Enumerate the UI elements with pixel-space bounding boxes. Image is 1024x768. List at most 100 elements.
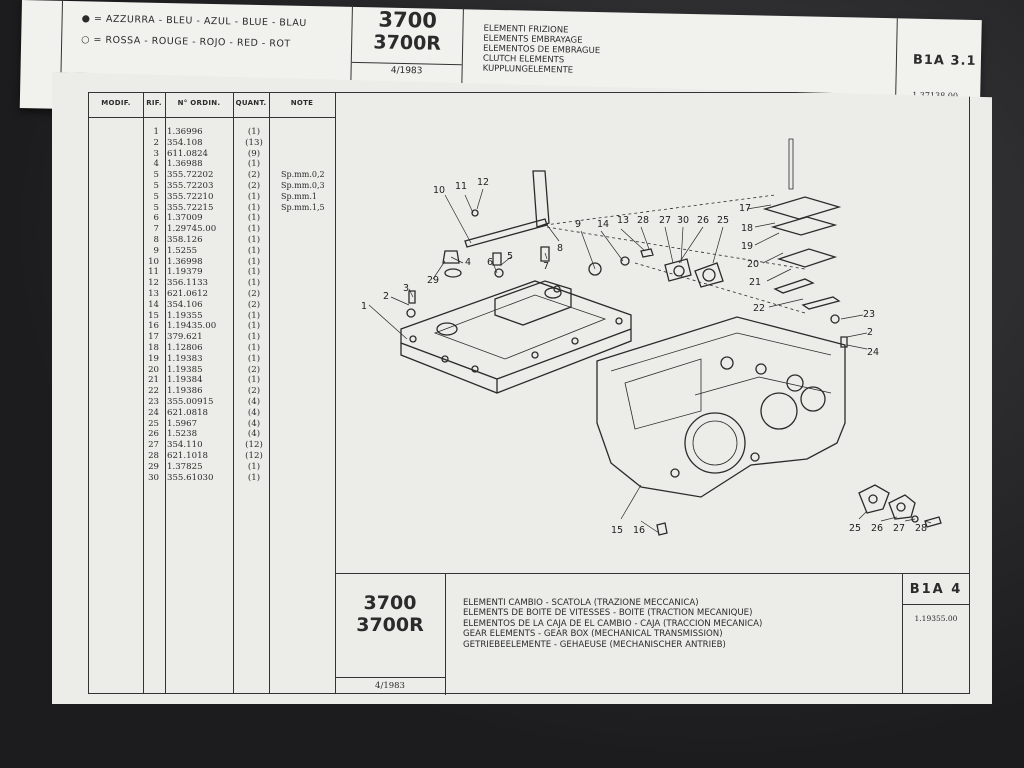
callout-29: 29 — [427, 275, 439, 286]
color-legend-blue: ● = AZZURRA - BLEU - AZUL - BLUE - BLAU — [81, 13, 307, 29]
gearbox-cover — [400, 280, 632, 394]
cover-plates — [762, 138, 842, 310]
previous-title-de: KUPPLUNGELEMENTE — [482, 63, 574, 76]
row-quantity: (13) — [245, 137, 263, 148]
callout-13: 13 — [617, 215, 629, 226]
row-order-number: 355.72210 — [167, 191, 214, 202]
row-order-number: 621.1018 — [167, 450, 209, 461]
row-rif: 19 — [148, 353, 159, 364]
row-quantity: (1) — [247, 213, 261, 224]
column-line — [269, 93, 270, 693]
section-titles: ELEMENTI CAMBIO - SCATOLA (TRAZIONE MECC… — [463, 598, 762, 650]
row-order-number: 1.37825 — [167, 461, 203, 472]
row-quantity: (2) — [247, 364, 261, 375]
row-order-number: 358.126 — [167, 234, 203, 245]
callout-4: 4 — [465, 257, 471, 268]
color-legend: ● = AZZURRA - BLEU - AZUL - BLUE - BLAU … — [81, 5, 352, 61]
row-rif: 23 — [148, 396, 159, 407]
callout-24: 24 — [867, 347, 879, 358]
row-rif: 30 — [148, 472, 159, 483]
callout-15: 15 — [611, 525, 623, 536]
row-quantity: (1) — [247, 191, 261, 202]
callout-labels: 1 2 3 29 4 6 5 7 10 11 12 8 9 14 13 28 2 — [361, 177, 927, 536]
row-rif: 5 — [153, 180, 159, 191]
row-quantity: (1) — [247, 278, 261, 289]
header-modif: MODIF. — [101, 99, 131, 107]
row-order-number: 1.37009 — [167, 213, 203, 224]
row-order-number: 354.108 — [167, 137, 203, 148]
row-rif: 15 — [148, 310, 159, 321]
row-quantity: (1) — [247, 310, 261, 321]
title-block: 3700 3700R 4/1983 ELEMENTI CAMBIO - SCAT… — [335, 573, 969, 695]
row-note: Sp.mm.0,2 — [281, 170, 325, 180]
callout-16: 16 — [633, 525, 645, 536]
row-note: Sp.mm.1 — [281, 191, 317, 201]
header-order: N° ORDIN. — [177, 99, 221, 107]
row-order-number: 1.19435.00 — [167, 321, 217, 332]
callout-30: 30 — [677, 215, 689, 226]
row-quantity: (4) — [247, 396, 261, 407]
callout-19: 19 — [741, 241, 753, 252]
row-order-number: 621.0612 — [167, 288, 209, 299]
leader-lines — [368, 188, 932, 534]
ref-number: 1.19355.00 — [914, 614, 958, 623]
section-title-it: ELEMENTI CAMBIO - SCATOLA (TRAZIONE MECC… — [463, 598, 699, 608]
callout-3: 3 — [403, 283, 409, 294]
row-quantity: (1) — [247, 375, 261, 386]
model-line2: 3700R — [356, 614, 424, 636]
row-order-number: 1.12806 — [167, 342, 203, 353]
row-quantity: (1) — [247, 202, 261, 213]
row-quantity: (1) — [247, 353, 261, 364]
row-quantity: (1) — [247, 342, 261, 353]
row-order-number: 355.00915 — [167, 396, 214, 407]
row-rif: 5 — [153, 170, 159, 181]
row-order-number: 1.36998 — [167, 256, 203, 267]
column-line — [165, 93, 166, 693]
callout-25b: 25 — [849, 523, 861, 534]
row-rif: 11 — [148, 267, 159, 278]
section-title-es: ELEMENTOS DE LA CAJA DE EL CAMBIO - CAJA… — [463, 618, 763, 629]
callout-18: 18 — [741, 223, 753, 234]
row-rif: 28 — [148, 450, 159, 461]
row-rif: 16 — [148, 321, 159, 332]
callout-27: 27 — [659, 215, 671, 226]
callout-20: 20 — [747, 259, 759, 270]
row-order-number: 1.5238 — [167, 429, 198, 440]
row-order-number: 1.36996 — [167, 127, 203, 137]
callout-1: 1 — [361, 301, 367, 312]
row-quantity: (4) — [247, 418, 261, 429]
callout-28: 28 — [637, 215, 649, 226]
row-rif: 17 — [148, 332, 159, 343]
callout-9: 9 — [575, 219, 581, 230]
row-rif: 24 — [148, 407, 159, 418]
row-rif: 1 — [153, 127, 159, 137]
callout-28b: 28 — [915, 523, 927, 534]
callout-17: 17 — [739, 203, 751, 214]
row-rif: 6 — [153, 213, 159, 224]
section-title-fr: ELEMENTS DE BOITE DE VITESSES - BOITE (T… — [463, 608, 753, 619]
row-order-number: 621.0818 — [167, 407, 209, 418]
row-order-number: 1.19355 — [167, 310, 203, 321]
header-note: NOTE — [290, 99, 314, 107]
callout-8: 8 — [557, 243, 563, 254]
row-rif: 20 — [148, 364, 159, 375]
callout-6: 6 — [487, 257, 493, 268]
callout-22: 22 — [753, 303, 765, 314]
model-line1: 3700 — [363, 592, 417, 614]
column-line — [233, 93, 234, 693]
row-order-number: 1.19385 — [167, 364, 203, 375]
row-quantity: (1) — [247, 472, 261, 483]
gearbox-case — [596, 316, 846, 498]
callout-10: 10 — [433, 185, 445, 196]
callout-26b: 26 — [871, 523, 883, 534]
row-rif: 3 — [153, 148, 159, 159]
row-quantity: (1) — [247, 267, 261, 278]
row-order-number: 354.106 — [167, 299, 203, 310]
previous-model-line1: 3700 — [378, 7, 438, 33]
row-rif: 26 — [148, 429, 159, 440]
small-parts — [406, 246, 942, 536]
row-quantity: (1) — [247, 159, 261, 170]
row-note: Sp.mm.1,5 — [281, 202, 325, 212]
row-rif: 10 — [148, 256, 159, 267]
